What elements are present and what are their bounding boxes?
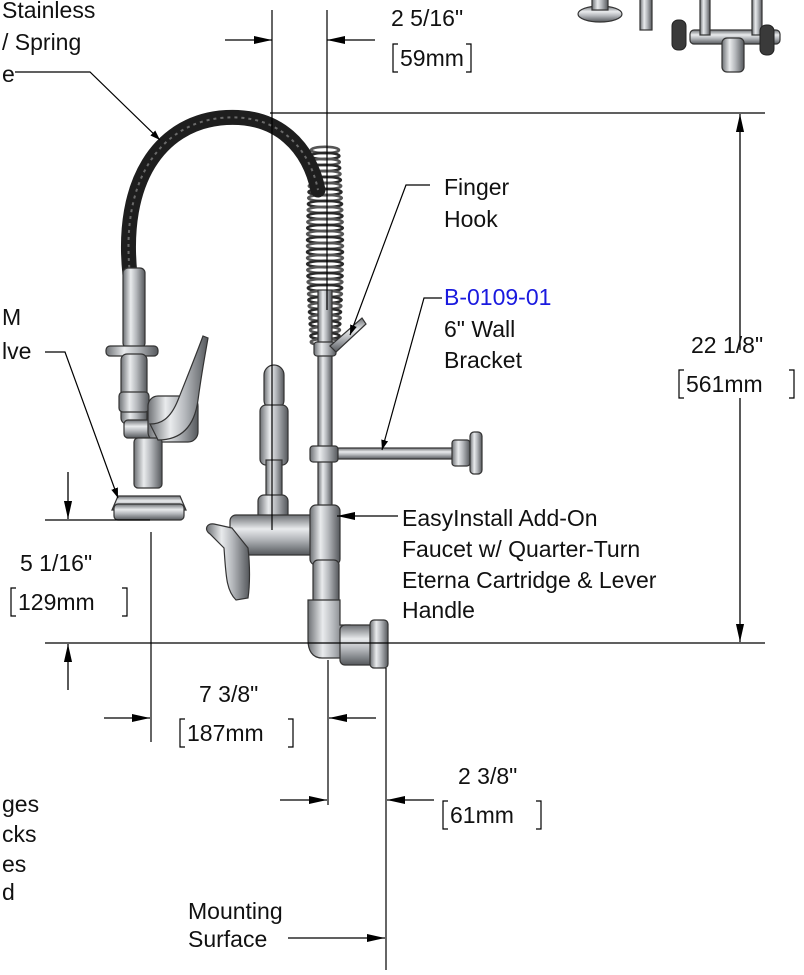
dim-height: 22 1/8" 561mm — [678, 332, 795, 399]
dim-valve-height-imperial: 5 1/16" — [20, 550, 92, 576]
callout-finger-hook: Finger Hook — [444, 174, 510, 232]
dim-top-offset-metric: 59mm — [400, 45, 464, 71]
spring-coil — [305, 145, 345, 347]
wall-bracket — [309, 431, 483, 475]
dim-reach-metric: 187mm — [187, 720, 264, 746]
callout-mounting-line1: Mounting — [188, 898, 283, 924]
inset-thumbnail — [577, 0, 781, 73]
callout-flanges-line3: es — [2, 851, 26, 877]
dim-reach: 7 3/8" 187mm — [179, 681, 294, 748]
dim-wall-offset-metric: 61mm — [450, 802, 514, 828]
leader-lines — [15, 71, 442, 943]
dim-wall-offset-imperial: 2 3/8" — [458, 763, 517, 789]
callout-add-on-line4: Handle — [402, 597, 475, 623]
callout-flanges-line2: cks — [2, 821, 37, 847]
callout-flanges: ges cks es d — [2, 791, 39, 905]
dim-top-offset: 2 5/16" 59mm — [391, 5, 472, 73]
callout-flanges-line1: ges — [2, 791, 39, 817]
callout-hose-line1: Stainless — [2, 0, 95, 23]
callout-valve: M lve — [2, 304, 31, 364]
callout-mounting-surface: Mounting Surface — [188, 898, 283, 952]
dim-wall-offset: 2 3/8" 61mm — [442, 763, 542, 830]
callout-hose-line3: e — [2, 61, 15, 87]
hose — [121, 109, 326, 283]
callout-hose: Stainless / Spring e — [2, 0, 95, 87]
callout-add-on-line2: Faucet w/ Quarter-Turn — [402, 536, 640, 562]
bracket-part-number-link[interactable]: B-0109-01 — [444, 284, 551, 310]
dimension-lines — [45, 10, 765, 970]
callout-add-on-line3: Eterna Cartridge & Lever — [402, 567, 657, 593]
callout-bracket-line2: Bracket — [444, 347, 523, 373]
callout-bracket: B-0109-01 6" Wall Bracket — [444, 284, 551, 373]
faucet-drawing — [105, 0, 781, 669]
hose-highlight — [127, 116, 319, 276]
dim-height-imperial: 22 1/8" — [691, 332, 763, 358]
dim-valve-height-metric: 129mm — [18, 589, 95, 615]
supply-elbow — [307, 559, 389, 669]
callout-hose-line2: / Spring — [2, 29, 81, 55]
dim-height-metric: 561mm — [686, 371, 763, 397]
dim-top-offset-imperial: 2 5/16" — [391, 5, 463, 31]
callout-mounting-line2: Surface — [188, 926, 267, 952]
callout-valve-line2: lve — [2, 338, 31, 364]
callout-bracket-line1: 6" Wall — [444, 316, 515, 342]
callout-flanges-line4: d — [2, 879, 15, 905]
dim-reach-imperial: 7 3/8" — [199, 681, 258, 707]
add-on-faucet — [205, 364, 341, 601]
callout-valve-line1: M — [2, 304, 21, 330]
callout-finger-hook-line1: Finger — [444, 174, 510, 200]
callout-finger-hook-line2: Hook — [444, 206, 498, 232]
dim-valve-height: 5 1/16" 129mm — [10, 550, 128, 617]
callout-add-on-faucet: EasyInstall Add-On Faucet w/ Quarter-Tur… — [402, 505, 657, 623]
spray-valve — [105, 267, 209, 521]
callout-add-on-line1: EasyInstall Add-On — [402, 505, 598, 531]
